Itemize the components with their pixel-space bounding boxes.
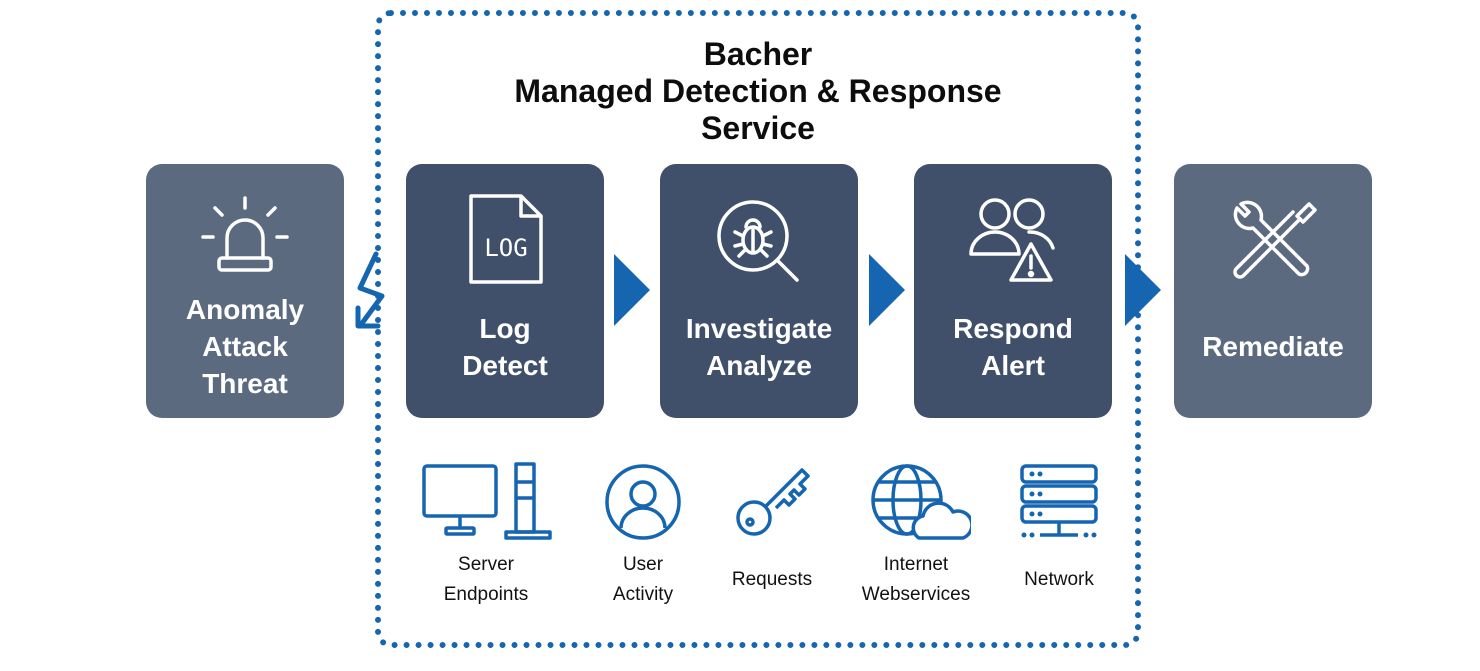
card-anomaly-line-1: Anomaly: [185, 294, 305, 325]
source-requests-line-1: Requests: [731, 569, 813, 590]
lightning-arrow-icon: [355, 251, 385, 329]
card-anomaly-line-3: Threat: [202, 368, 288, 399]
users-alert-icon: [914, 192, 1112, 292]
log-file-icon: LOG: [406, 192, 604, 292]
card-remediate: Remediate: [1174, 164, 1372, 418]
title-line-1: Bacher: [703, 36, 813, 72]
diagram-title: Bacher Managed Detection & Response Serv…: [375, 36, 1141, 147]
log-icon-text: LOG: [484, 234, 527, 262]
source-server-endpoints: Server Endpoints: [416, 462, 556, 610]
source-user-line-2: Activity: [612, 584, 674, 605]
alarm-light-icon: [146, 192, 344, 292]
card-respond-line-2: Alert: [981, 350, 1045, 381]
card-respond: Respond Alert: [914, 164, 1112, 418]
tools-icon: [1174, 192, 1372, 292]
card-investigate-line-2: Analyze: [706, 350, 812, 381]
card-investigate: Investigate Analyze: [660, 164, 858, 418]
flow-arrow-2: [869, 254, 905, 326]
user-icon: [573, 462, 713, 542]
source-user-activity: User Activity: [573, 462, 713, 610]
computer-server-icon: [416, 462, 556, 542]
bug-search-icon: [660, 192, 858, 292]
source-user-line-1: User: [622, 554, 664, 575]
card-log-line-1: Log: [479, 313, 531, 344]
source-internet-line-2: Webservices: [861, 584, 971, 605]
flow-arrow-3: [1125, 254, 1161, 326]
source-server-line-2: Endpoints: [443, 584, 529, 605]
card-remediate-line-1: Remediate: [1202, 331, 1344, 362]
card-investigate-line-1: Investigate: [685, 313, 833, 344]
source-internet-webservices: Internet Webservices: [846, 462, 986, 610]
title-line-3: Service: [701, 110, 815, 146]
source-network-line-1: Network: [1024, 569, 1094, 590]
card-respond-line-1: Respond: [953, 313, 1073, 344]
globe-cloud-icon: [846, 462, 986, 542]
card-anomaly: Anomaly Attack Threat: [146, 164, 344, 418]
card-log-line-2: Detect: [462, 350, 548, 381]
service-boundary-frame: [375, 10, 1141, 648]
card-log-detect: LOG Log Detect: [406, 164, 604, 418]
source-network: Network: [989, 462, 1129, 595]
key-icon: [702, 462, 842, 542]
title-line-2: Managed Detection & Response: [514, 73, 1002, 109]
source-server-line-1: Server: [458, 554, 514, 575]
card-anomaly-line-2: Attack: [202, 331, 288, 362]
network-server-icon: [989, 462, 1129, 542]
source-internet-line-1: Internet: [883, 554, 949, 575]
flow-arrow-1: [614, 254, 650, 326]
source-requests: Requests: [702, 462, 842, 595]
